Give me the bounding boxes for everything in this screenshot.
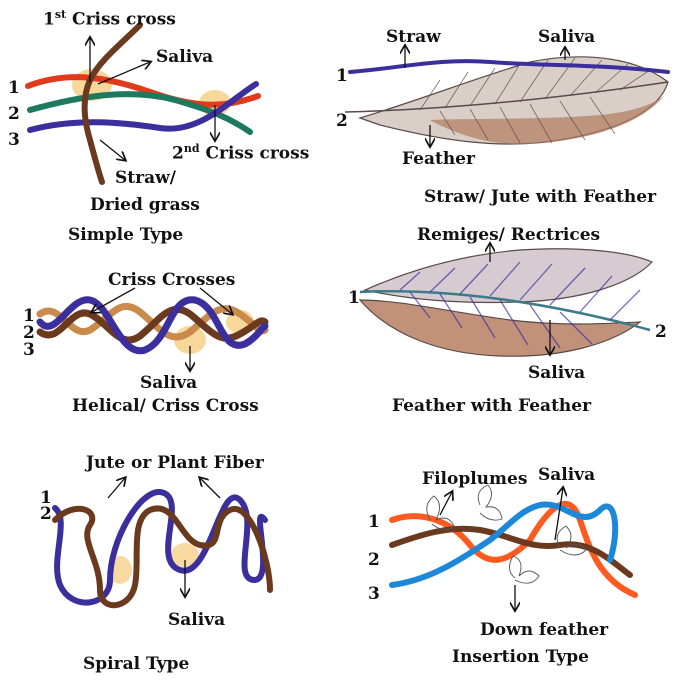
jute-plant-fiber-label: Jute or Plant Fiber <box>86 455 264 472</box>
strand-number: 1 <box>368 514 380 531</box>
insertion-type-caption: Insertion Type <box>452 649 589 666</box>
strand-number: 1 <box>336 68 348 85</box>
spiral-illustration <box>55 478 270 605</box>
saliva-label: Saliva <box>538 29 595 46</box>
spiral-strand-brown <box>55 508 270 605</box>
straw-feather-illustration <box>345 46 668 146</box>
saliva-label: Saliva <box>140 375 197 392</box>
strand-number: 2 <box>40 506 52 523</box>
insertion-illustration <box>392 485 635 610</box>
strand-number: 2 <box>8 106 20 123</box>
remiges-rectrices-label: Remiges/ Rectrices <box>417 227 600 244</box>
strand-number: 2 <box>368 552 380 569</box>
saliva-label: Saliva <box>538 467 595 484</box>
strand-number: 2 <box>336 113 348 130</box>
arrow <box>108 478 125 498</box>
saliva-label: Saliva <box>156 49 213 66</box>
first-criss-cross-label: 1st Criss cross <box>43 9 176 29</box>
straw-dried-grass <box>85 25 140 182</box>
feather-2-vane <box>360 300 640 356</box>
arrow <box>100 140 125 160</box>
strand-number: 3 <box>8 132 20 149</box>
strand-number: 3 <box>23 342 35 359</box>
down-feather-label: Down feather <box>480 622 608 639</box>
spiral-type-caption: Spiral Type <box>83 656 189 673</box>
arrow <box>200 478 220 498</box>
helical-illustration <box>40 288 265 370</box>
straw-jute-feather-caption: Straw/ Jute with Feather <box>424 189 656 206</box>
straw-label: Straw <box>386 29 441 46</box>
strand-number: 1 <box>348 290 360 307</box>
feather-feather-illustration <box>360 244 652 356</box>
dried-grass-label: Dried grass <box>90 197 200 214</box>
second-criss-cross-label: 2nd Criss cross <box>172 143 309 163</box>
filoplumes-label: Filoplumes <box>422 471 527 488</box>
straw-label: Straw/ <box>115 170 176 187</box>
saliva-label: Saliva <box>528 365 585 382</box>
strand-number: 1 <box>8 80 20 97</box>
saliva-label: Saliva <box>168 612 225 629</box>
simple-type-caption: Simple Type <box>68 227 183 244</box>
criss-crosses-label: Criss Crosses <box>108 272 235 289</box>
feather-with-feather-caption: Feather with Feather <box>392 398 591 415</box>
strand-number: 2 <box>655 324 667 341</box>
strand-number: 3 <box>368 586 380 603</box>
helical-criss-cross-caption: Helical/ Criss Cross <box>72 398 259 415</box>
feather-label: Feather <box>402 151 475 168</box>
arrow <box>440 492 452 515</box>
arrow <box>98 62 150 84</box>
